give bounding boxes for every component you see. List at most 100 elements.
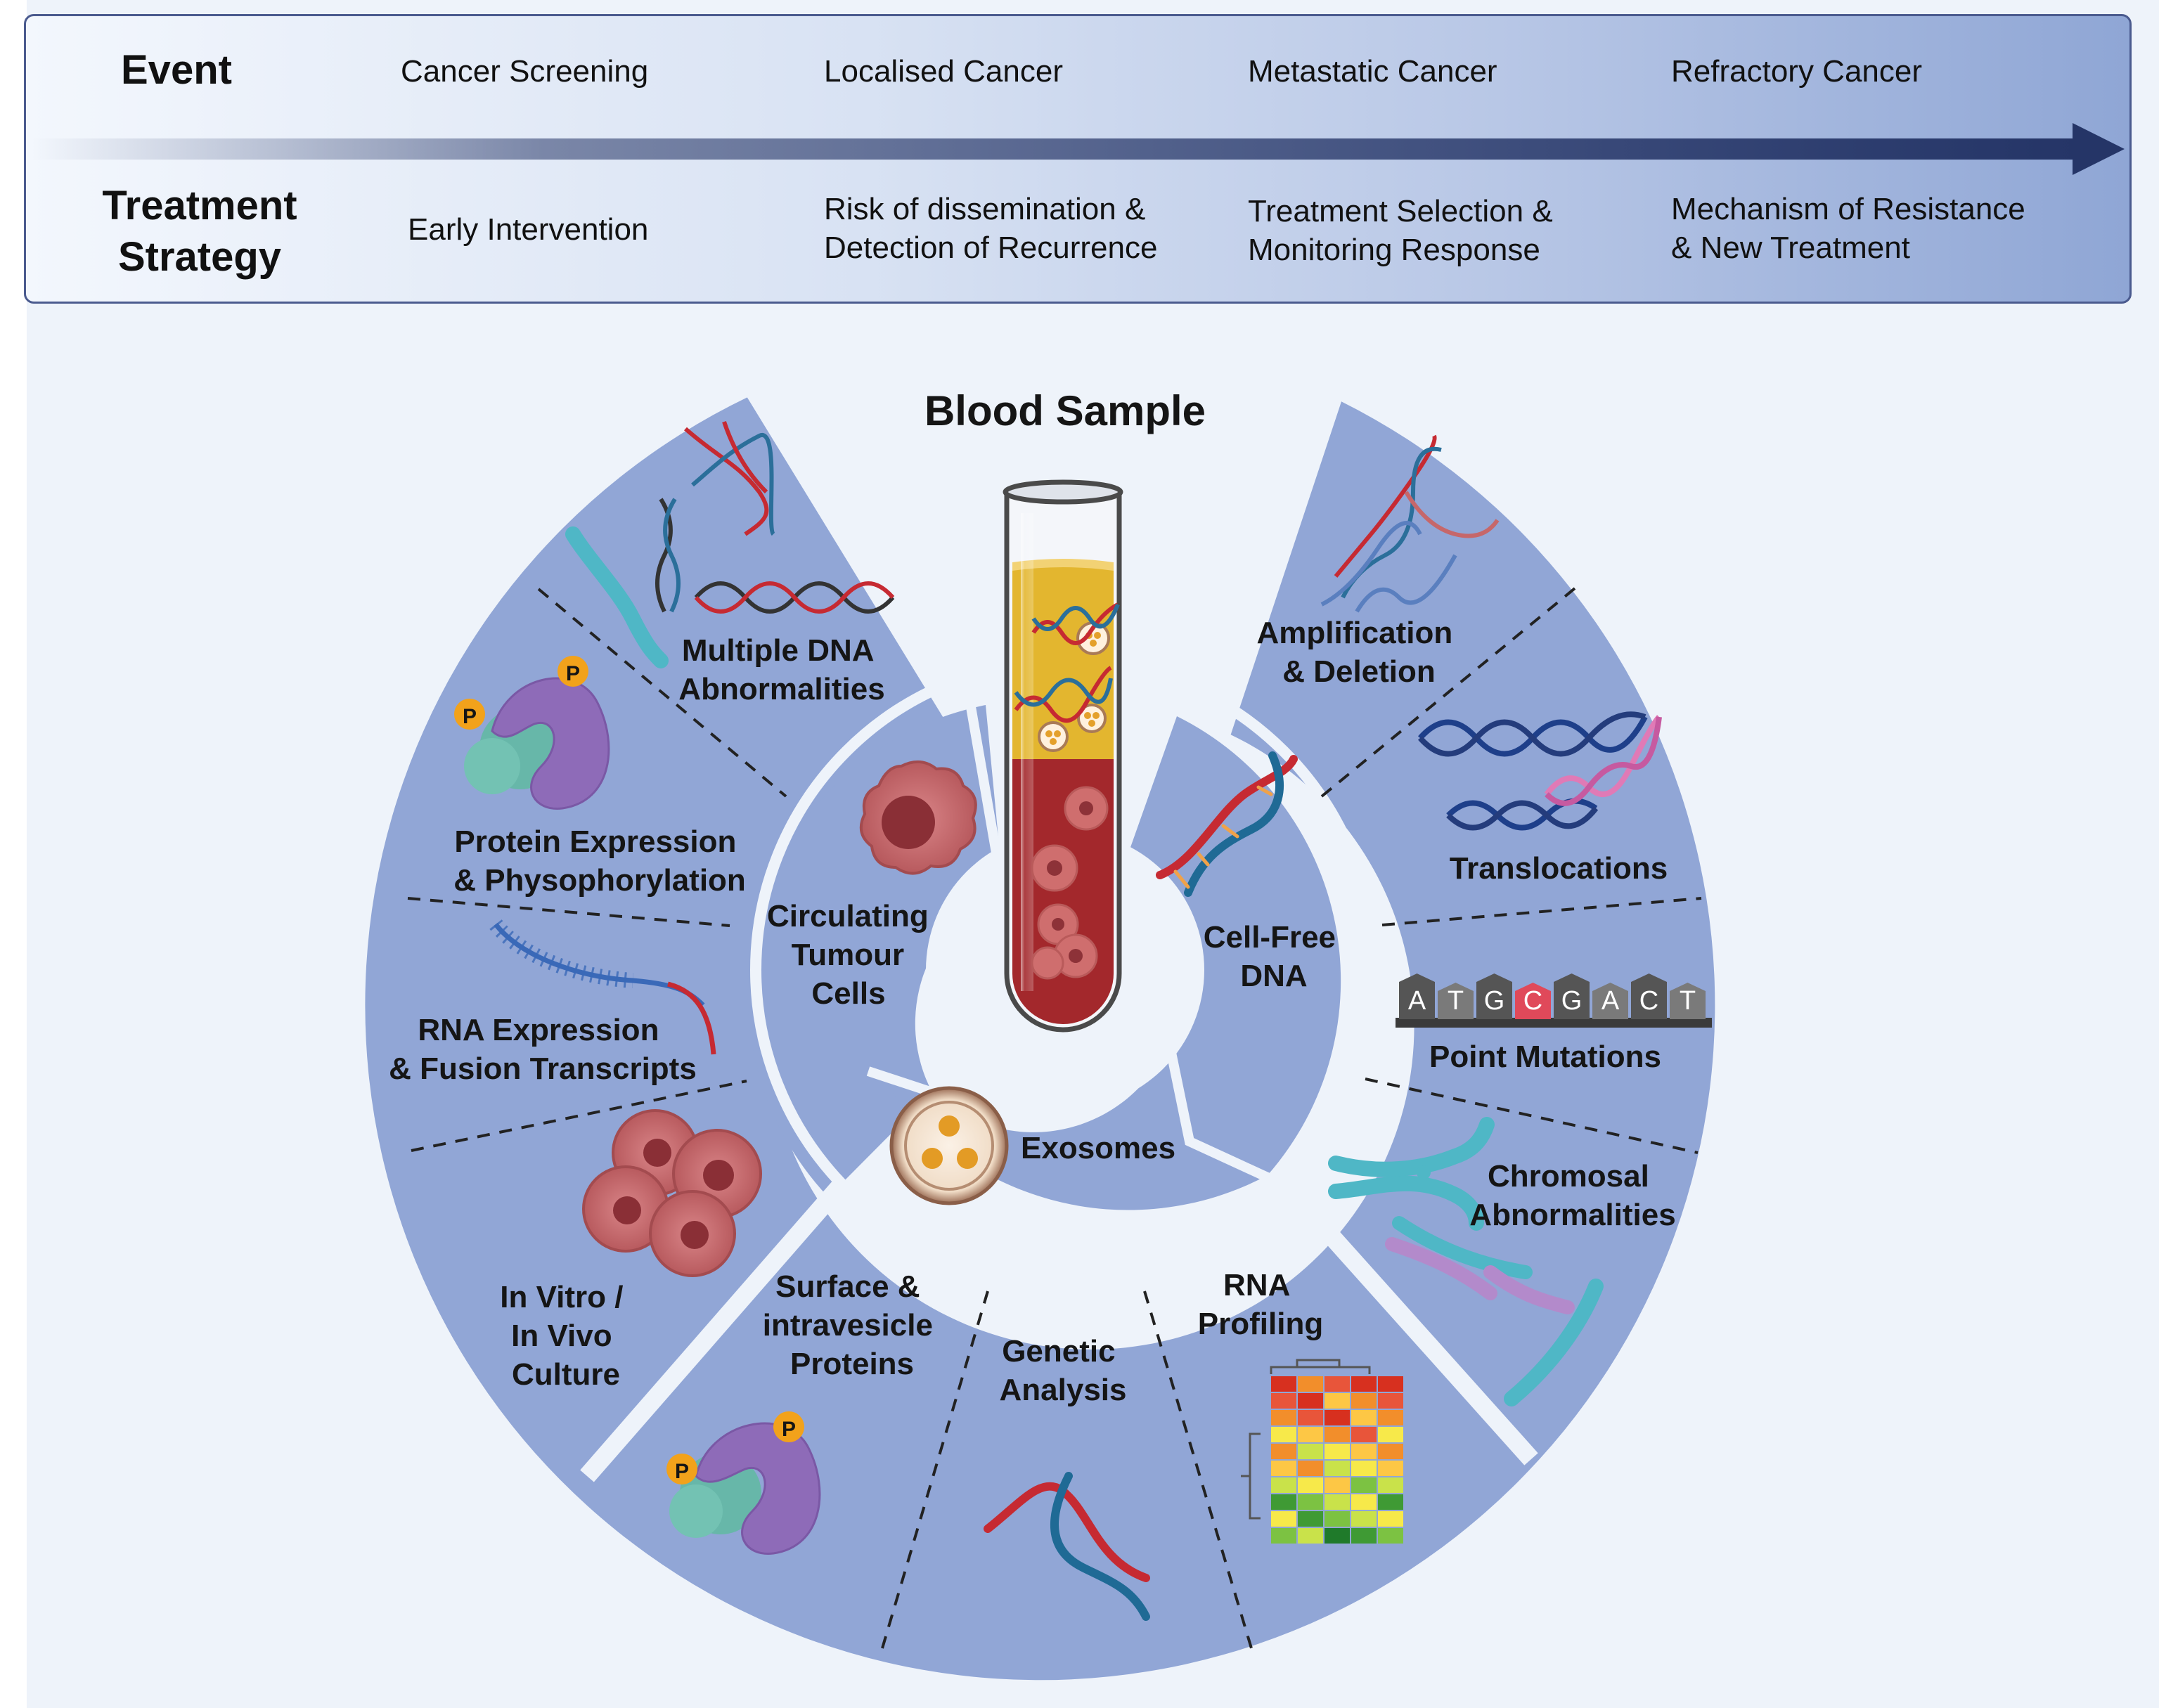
event-metastatic-cancer: Metastatic Cancer	[1248, 54, 1497, 89]
nucleotide-tag	[1592, 983, 1628, 1019]
heatmap-cell	[1378, 1511, 1403, 1527]
heatmap-cell	[1271, 1444, 1296, 1459]
label-surface-intravesicle-proteins: Surface & intravesicle Proteins	[763, 1269, 941, 1381]
nucleotide-tag	[1554, 973, 1590, 1019]
heatmap-cell	[1378, 1477, 1403, 1493]
label-rna-profiling: RNA Profiling	[1198, 1268, 1323, 1341]
heatmap-cell	[1351, 1511, 1377, 1527]
heatmap-cell	[1351, 1410, 1377, 1425]
cell-free-dna-icon	[1156, 751, 1298, 897]
heatmap-cell	[1271, 1477, 1296, 1493]
heatmap-cell	[1378, 1410, 1403, 1425]
chromosome-icon	[1328, 1117, 1604, 1406]
nucleotide-tag	[1399, 973, 1435, 1019]
nucleotide-letter: G	[1484, 986, 1505, 1016]
label-in-vitro-culture: In Vitro / In Vivo Culture	[500, 1280, 631, 1392]
heatmap-cell	[1351, 1427, 1377, 1442]
surface-protein-icon: P P	[666, 1411, 821, 1555]
label-exosomes: Exosomes	[1021, 1131, 1175, 1165]
heatmap-cell	[1298, 1511, 1323, 1527]
nucleotide-tag	[1631, 973, 1667, 1019]
heatmap-cell	[1325, 1511, 1350, 1527]
heatmap-cell	[1325, 1444, 1350, 1459]
label-translocations: Translocations	[1450, 851, 1668, 886]
heatmap-cell	[1351, 1444, 1377, 1459]
label-circulating-tumour-cells: Circulating Tumour Cells	[767, 899, 937, 1011]
inner-segment-exosomes	[877, 1042, 1268, 1210]
rna-heatmap-icon	[1241, 1359, 1403, 1544]
heatmap-cell	[1298, 1376, 1323, 1392]
circulating-tumour-cell-icon	[859, 761, 977, 875]
nucleotide-tag	[1515, 983, 1551, 1019]
heatmap-cell	[1351, 1528, 1377, 1544]
label-rna-expression: RNA Expression & Fusion Transcripts	[389, 1013, 697, 1086]
heatmap-cell	[1298, 1461, 1323, 1476]
heatmap-cell	[1351, 1494, 1377, 1510]
strategy-early-intervention: Early Intervention	[408, 212, 649, 247]
heatmap-cell	[1325, 1494, 1350, 1510]
label-multiple-dna-abnormalities: Multiple DNA Abnormalities	[678, 633, 884, 706]
heatmap-cell	[1325, 1528, 1350, 1544]
timeline-arrow	[32, 123, 2125, 175]
heatmap-cell	[1271, 1410, 1296, 1425]
heatmap-cell	[1378, 1427, 1403, 1442]
nucleotide-letter: T	[1448, 986, 1464, 1016]
heatmap-cell	[1271, 1393, 1296, 1409]
strategy-treatment-selection: Treatment Selection & Monitoring Respons…	[1248, 194, 1553, 267]
heatmap-cell	[1298, 1410, 1323, 1425]
heatmap-cell	[1325, 1477, 1350, 1493]
diagram-title: Blood Sample	[924, 387, 1206, 434]
phospho-label: P	[782, 1418, 796, 1441]
tumour-cell-cluster-icon	[582, 1109, 762, 1277]
label-chromosomal-abnormalities: Chromosal Abnormalities	[1469, 1159, 1675, 1232]
multiple-dna-abnormalities-icon	[655, 421, 895, 614]
heatmap-cell	[1351, 1477, 1377, 1493]
label-genetic-analysis: Genetic Analysis	[1000, 1334, 1127, 1407]
label-cell-free-dna: Cell-Free DNA	[1204, 920, 1345, 993]
phosphorylated-protein-icon: P P	[454, 656, 610, 810]
exosome-icon	[889, 1086, 1009, 1205]
heatmap-cell	[1298, 1393, 1323, 1409]
nucleotide-letter: A	[1408, 986, 1426, 1016]
heatmap-cell	[1378, 1444, 1403, 1459]
heatmap-cell	[1378, 1461, 1403, 1476]
treatment-strategy-label: Treatment Strategy	[102, 183, 297, 280]
nucleotide-tag	[1438, 983, 1474, 1019]
heatmap-cell	[1351, 1376, 1377, 1392]
heatmap-cell	[1378, 1528, 1403, 1544]
strategy-resistance-new-treatment: Mechanism of Resistance & New Treatment	[1671, 192, 2025, 265]
heatmap-cell	[1378, 1494, 1403, 1510]
event-localised-cancer: Localised Cancer	[824, 54, 1063, 89]
heatmap-cell	[1378, 1376, 1403, 1392]
genetic-analysis-dna-icon	[984, 1472, 1150, 1621]
chromatid-fragment-icon	[565, 526, 669, 668]
phospho-label: P	[675, 1460, 689, 1483]
blood-tube-icon	[1003, 479, 1123, 1033]
nucleotide-tag	[1476, 973, 1512, 1019]
amplification-dna-icon	[1320, 434, 1500, 613]
heatmap-cell	[1351, 1461, 1377, 1476]
heatmap-cell	[1325, 1461, 1350, 1476]
heatmap-cell	[1325, 1393, 1350, 1409]
heatmap-cell	[1298, 1444, 1323, 1459]
heatmap-cell	[1271, 1427, 1296, 1442]
nucleotide-letter: G	[1561, 986, 1583, 1016]
event-label: Event	[121, 47, 232, 93]
heatmap-cell	[1298, 1477, 1323, 1493]
event-cancer-screening: Cancer Screening	[401, 54, 649, 89]
label-amplification-deletion: Amplification & Deletion	[1257, 616, 1462, 689]
nucleotide-letter: C	[1523, 986, 1542, 1016]
nucleotide-letter: C	[1639, 986, 1658, 1016]
nucleotide-letter: T	[1680, 986, 1696, 1016]
event-refractory-cancer: Refractory Cancer	[1671, 54, 1923, 89]
label-point-mutations: Point Mutations	[1429, 1040, 1661, 1074]
heatmap-cell	[1325, 1427, 1350, 1442]
heatmap-cell	[1271, 1376, 1296, 1392]
nucleotide-letter: A	[1601, 986, 1620, 1016]
heatmap-cell	[1271, 1511, 1296, 1527]
rna-strand-icon	[489, 919, 716, 1055]
heatmap-cell	[1271, 1461, 1296, 1476]
heatmap-cell	[1298, 1494, 1323, 1510]
heatmap-cell	[1271, 1494, 1296, 1510]
